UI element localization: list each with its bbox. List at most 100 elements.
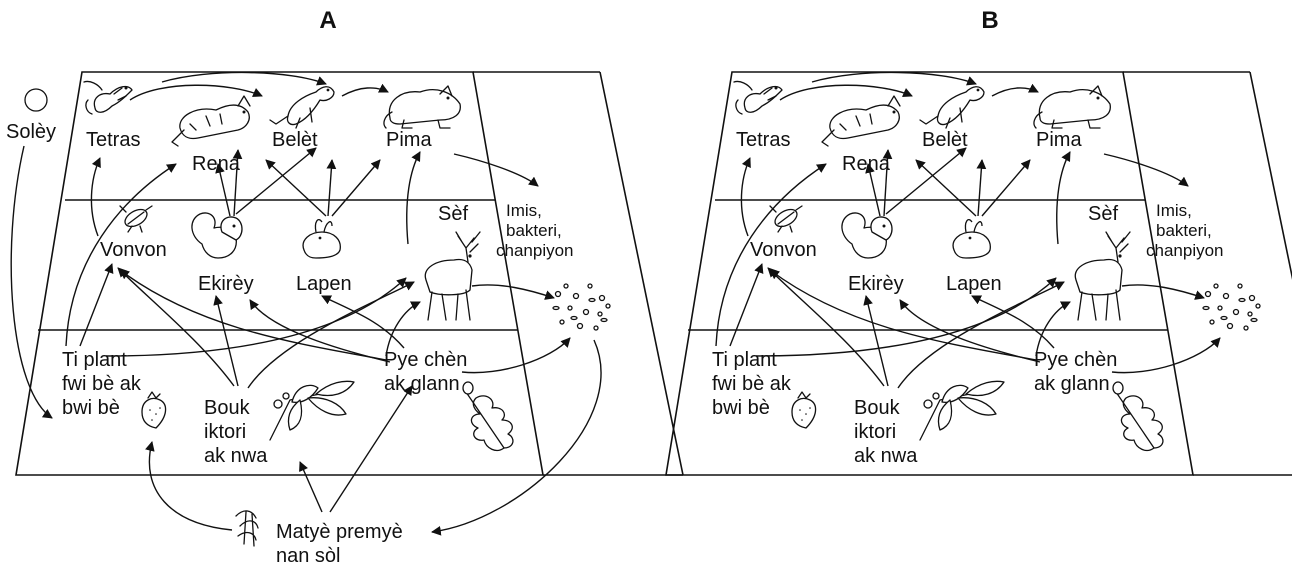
bouk3-text: ak nwa bbox=[854, 445, 918, 467]
rena-label: Rena bbox=[192, 153, 241, 175]
grouse-icon bbox=[83, 80, 133, 115]
food-web-arrows bbox=[715, 71, 1221, 389]
imis3-text: chanpiyon bbox=[496, 241, 574, 260]
food-arrow bbox=[767, 267, 885, 387]
pye-chen-label: Pye chèn ak glann bbox=[384, 349, 467, 395]
lapen-label: Lapen bbox=[946, 273, 1002, 295]
food-arrow bbox=[406, 151, 421, 245]
sun-arrow bbox=[10, 145, 53, 419]
tp1-text: Ti plant bbox=[62, 349, 127, 371]
soil-to-plant-arrow bbox=[145, 441, 233, 531]
tetras-text: Tetras bbox=[736, 129, 790, 151]
deer-icon bbox=[424, 231, 481, 321]
oak-leaf-icon bbox=[1112, 381, 1164, 452]
food-arrow bbox=[1035, 301, 1071, 357]
food-arrow bbox=[865, 163, 881, 217]
bouk-label: Bouk iktori ak nwa bbox=[204, 397, 268, 467]
belet-label: Belèt bbox=[922, 129, 968, 151]
beetle-icon bbox=[119, 205, 153, 233]
food-arrow bbox=[1056, 151, 1071, 245]
food-arrow bbox=[471, 284, 555, 300]
food-arrow bbox=[976, 159, 987, 217]
lapen-text: Lapen bbox=[946, 273, 1002, 295]
food-arrow bbox=[715, 163, 827, 347]
food-arrow bbox=[129, 84, 263, 101]
tp2-text: fwi bè ak bbox=[62, 373, 142, 395]
deer-icon bbox=[1074, 231, 1131, 321]
imis1-text: Imis, bbox=[506, 201, 542, 220]
food-arrow bbox=[79, 263, 114, 347]
belet-text: Belèt bbox=[922, 129, 968, 151]
food-arrow bbox=[863, 295, 889, 387]
panel-b: B bbox=[665, 7, 1292, 476]
decomposer-to-soil-arrow bbox=[431, 339, 602, 536]
food-arrow bbox=[105, 277, 407, 357]
ekirey-label: Ekirèy bbox=[198, 273, 254, 295]
food-arrow bbox=[1121, 284, 1205, 300]
food-arrow bbox=[235, 147, 317, 215]
food-arrow bbox=[897, 281, 1065, 389]
weasel-icon bbox=[269, 86, 335, 129]
rena-label: Rena bbox=[842, 153, 891, 175]
food-arrow bbox=[161, 71, 327, 86]
strawberry-icon bbox=[141, 391, 167, 429]
tetras-label: Tetras bbox=[86, 129, 140, 151]
imis3-text: chanpiyon bbox=[1146, 241, 1224, 260]
pima-label: Pima bbox=[1036, 129, 1082, 151]
vonvon-text: Vonvon bbox=[750, 239, 817, 261]
pye-chen-label: Pye chèn ak glann bbox=[1034, 349, 1117, 395]
sef-text: Sèf bbox=[1088, 203, 1118, 225]
ti-plant-label: Ti plant fwi bè ak bwi bè bbox=[712, 349, 792, 419]
raccoon-icon bbox=[171, 95, 251, 147]
panel-a-food-web: Tetras Rena Belèt Pima Imis, bakteri, ch… bbox=[15, 71, 684, 476]
food-arrow bbox=[755, 277, 1057, 357]
food-arrow bbox=[65, 163, 177, 347]
lapen-label: Lapen bbox=[296, 273, 352, 295]
matye-label-1: Matyè premyè bbox=[276, 521, 403, 543]
soil-icon bbox=[235, 510, 259, 547]
rena-text: Rena bbox=[842, 153, 891, 175]
hickory-leaf-icon bbox=[919, 380, 1005, 441]
bouk1-text: Bouk bbox=[204, 397, 251, 419]
frame-line bbox=[599, 71, 684, 476]
tetras-label: Tetras bbox=[736, 129, 790, 151]
food-arrow bbox=[249, 299, 391, 363]
food-arrow bbox=[90, 157, 101, 237]
sef-label: Sèf bbox=[1088, 203, 1118, 225]
bouk3-text: ak nwa bbox=[204, 445, 268, 467]
food-arrow bbox=[326, 159, 337, 217]
grouse-icon bbox=[733, 80, 783, 115]
tp1-text: Ti plant bbox=[712, 349, 777, 371]
panel-a: A bbox=[6, 7, 684, 567]
ti-plant-label: Ti plant fwi bè ak bwi bè bbox=[62, 349, 142, 419]
tp3-text: bwi bè bbox=[62, 397, 120, 419]
food-arrow bbox=[385, 301, 421, 357]
food-arrow bbox=[331, 159, 381, 217]
food-arrow bbox=[991, 83, 1039, 97]
food-arrow bbox=[769, 269, 1037, 361]
raccoon-icon bbox=[821, 95, 901, 147]
food-arrow bbox=[341, 83, 389, 97]
oak-leaf-icon bbox=[462, 381, 514, 452]
food-arrow bbox=[885, 147, 967, 215]
food-arrow bbox=[265, 159, 327, 217]
sun-icon bbox=[24, 88, 48, 112]
hickory-leaf-icon bbox=[269, 380, 355, 441]
pima-text: Pima bbox=[386, 129, 432, 151]
panel-b-title: B bbox=[981, 7, 998, 34]
sef-label: Sèf bbox=[438, 203, 468, 225]
food-arrow bbox=[119, 269, 387, 361]
bouk2-text: iktori bbox=[204, 421, 246, 443]
imis2-text: bakteri, bbox=[506, 221, 562, 240]
tp3-text: bwi bè bbox=[712, 397, 770, 419]
belet-text: Belèt bbox=[272, 129, 318, 151]
food-arrow bbox=[811, 71, 977, 86]
pima-text: Pima bbox=[1036, 129, 1082, 151]
microbes-icon bbox=[552, 283, 611, 331]
cougar-icon bbox=[383, 85, 461, 129]
bouk2-text: iktori bbox=[854, 421, 896, 443]
pye2-text: ak glann bbox=[1034, 373, 1110, 395]
food-arrow bbox=[981, 159, 1031, 217]
soil-to-hickory-arrow bbox=[299, 461, 323, 513]
